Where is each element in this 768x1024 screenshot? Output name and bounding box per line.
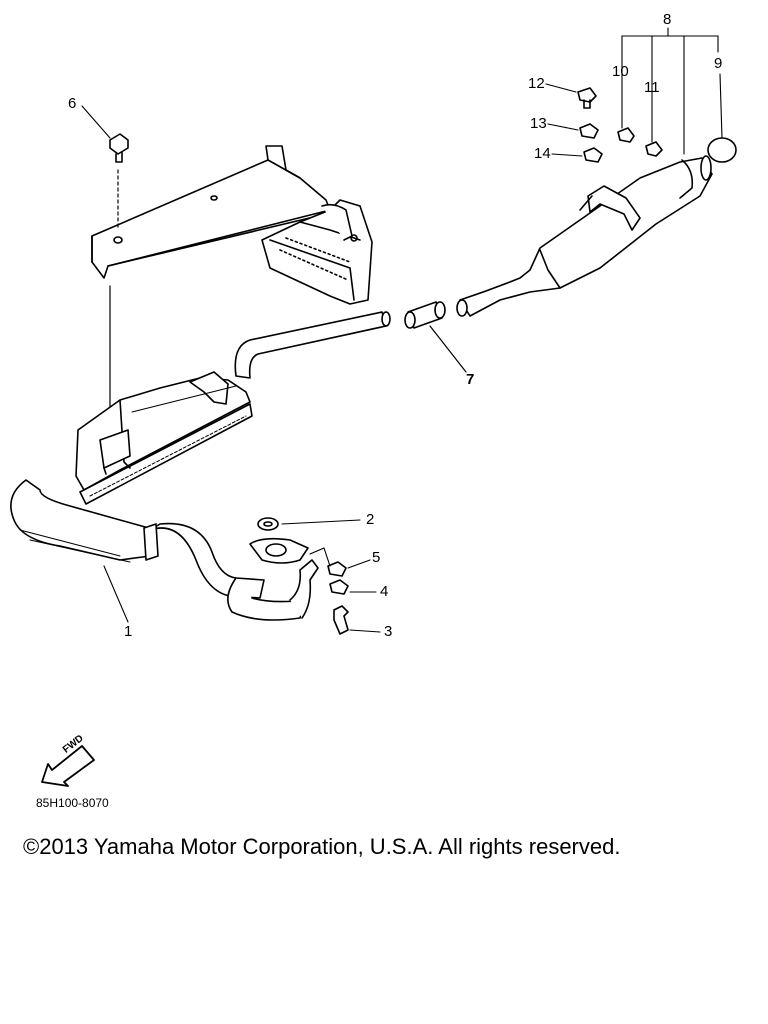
callout-11: 11 xyxy=(644,79,660,96)
bolt-6 xyxy=(109,133,129,229)
small-hardware xyxy=(577,87,663,163)
copyright-text: ©2013 Yamaha Motor Corporation, U.S.A. A… xyxy=(23,834,621,859)
callout-3: 3 xyxy=(384,623,393,640)
ring-9 xyxy=(707,137,737,163)
joint-7 xyxy=(404,301,467,373)
forward-arrow-icon xyxy=(41,745,95,787)
callout-5: 5 xyxy=(372,549,381,566)
flange-hardware xyxy=(257,517,349,635)
exhaust-exploded-diagram xyxy=(10,27,737,635)
callout-2: 2 xyxy=(366,511,375,528)
callout-14: 14 xyxy=(534,145,551,162)
callout-10: 10 xyxy=(612,63,629,80)
tail-pipe xyxy=(234,311,391,379)
leader-lines xyxy=(81,27,723,633)
callout-7: 7 xyxy=(466,371,475,388)
silencer-8 xyxy=(456,155,713,317)
mounting-bracket xyxy=(91,145,373,305)
expansion-chamber xyxy=(10,371,319,621)
callout-8: 8 xyxy=(663,11,672,28)
callout-4: 4 xyxy=(380,583,389,600)
callout-13: 13 xyxy=(530,115,547,132)
callout-1: 1 xyxy=(124,623,133,640)
diagram-code: 85H100-8070 xyxy=(36,796,109,810)
callout-6: 6 xyxy=(68,95,77,112)
callout-9: 9 xyxy=(714,55,723,72)
callout-12: 12 xyxy=(528,75,545,92)
